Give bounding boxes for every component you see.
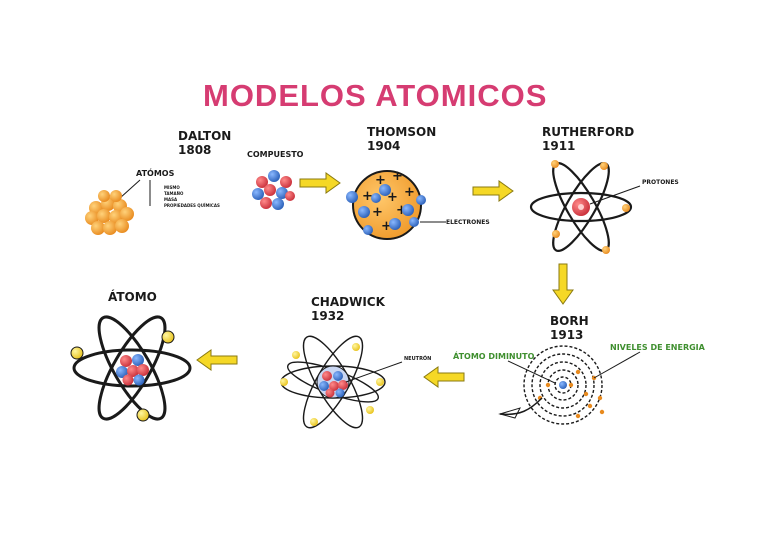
rutherford-name: RUTHERFORD (542, 125, 634, 139)
compound-molecule (252, 170, 295, 210)
rutherford-electrons (551, 160, 630, 254)
chadwick-electrons (280, 343, 384, 426)
svg-text:+: + (404, 185, 415, 200)
dalton-name: DALTON (178, 129, 231, 143)
atom-nucleus (116, 354, 149, 386)
thomson-name: THOMSON (367, 125, 436, 139)
dalton-prop-4: PROPIEDADES QUÍMICAS (164, 203, 220, 208)
rutherford-model: RUTHERFORD 1911 PROTONES (529, 125, 679, 254)
thomson-electrons (346, 184, 426, 235)
bohr-energy-levels-label: NIVELES DE ENERGIA (610, 343, 706, 352)
svg-text:+: + (392, 169, 403, 184)
chadwick-nucleus (319, 371, 348, 398)
arrow-to-rutherford (472, 180, 514, 202)
svg-text:+: + (372, 205, 383, 220)
svg-text:+: + (387, 190, 398, 205)
svg-text:+: + (396, 203, 407, 218)
atom-model: ÁTOMO (70, 289, 192, 422)
arrow-to-bohr (552, 263, 574, 305)
bohr-electrons (537, 369, 605, 419)
dalton-model: DALTON 1808 ATÓMOS MISMO TAMAÑO MASA PRO… (85, 129, 304, 235)
chadwick-year: 1932 (311, 309, 344, 323)
atom-electrons (70, 330, 175, 422)
svg-text:+: + (362, 189, 373, 204)
dalton-compound-label: COMPUESTO (247, 150, 304, 159)
arrow-to-thomson (299, 172, 341, 194)
thomson-year: 1904 (367, 139, 400, 153)
chadwick-model: CHADWICK 1932 NEUTRÓN (280, 295, 431, 429)
bohr-nucleus (559, 381, 567, 389)
rutherford-year: 1911 (542, 139, 575, 153)
thomson-model: THOMSON 1904 ++ ++ ++ ++ ELECTRONES (346, 125, 490, 240)
bohr-model: BORH 1913 ÁTOMO DIMINUTO NIVELES DE EN (453, 314, 706, 425)
dalton-atoms-label: ATÓMOS (136, 167, 175, 178)
arrow-to-chadwick (423, 366, 465, 388)
svg-text:+: + (381, 219, 392, 234)
bohr-name: BORH (550, 314, 589, 328)
dalton-prop-2: TAMAÑO (164, 191, 184, 196)
chadwick-neutron-label: NEUTRÓN (404, 355, 431, 362)
rutherford-protons-label: PROTONES (642, 179, 679, 186)
svg-text:+: + (375, 173, 386, 188)
dalton-prop-3: MASA (164, 197, 178, 202)
atom-name: ÁTOMO (108, 289, 157, 304)
dalton-year: 1808 (178, 143, 211, 157)
bohr-year: 1913 (550, 328, 583, 342)
dalton-atom-cluster (85, 190, 134, 235)
bohr-small-atom-label: ÁTOMO DIMINUTO (453, 350, 535, 361)
arrow-to-atom (196, 349, 238, 371)
page-title: MODELOS ATOMICOS (203, 78, 547, 113)
dalton-prop-1: MISMO (164, 185, 180, 190)
thomson-electrons-label: ELECTRONES (446, 219, 490, 226)
chadwick-name: CHADWICK (311, 295, 386, 309)
